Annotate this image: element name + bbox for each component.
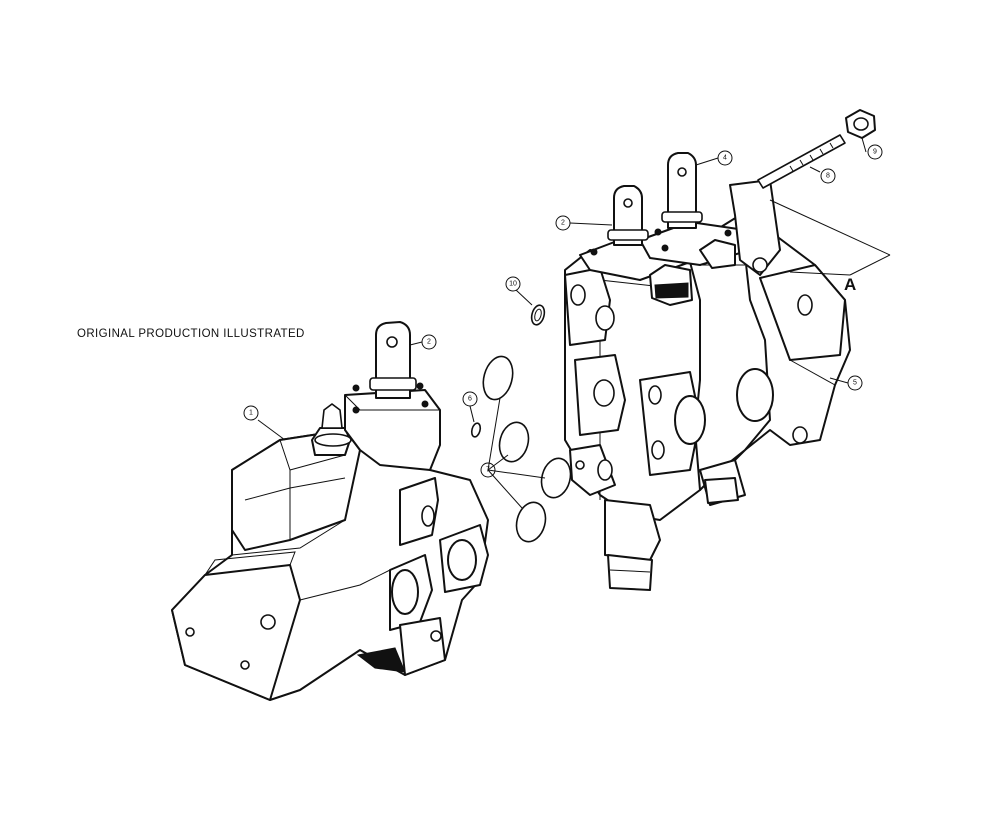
callout-2-right: 2 <box>555 215 571 231</box>
svg-text:8: 8 <box>826 173 830 180</box>
svg-text:9: 9 <box>873 149 877 156</box>
svg-text:2: 2 <box>561 220 565 227</box>
callout-8: 8 <box>820 168 836 184</box>
svg-text:7: 7 <box>486 467 490 474</box>
o-rings-item-7 <box>482 355 572 543</box>
washer-item-10 <box>530 304 546 326</box>
tie-rod-item-8 <box>757 134 846 189</box>
svg-text:6: 6 <box>468 396 472 403</box>
callout-4: 4 <box>717 150 733 166</box>
svg-text:1: 1 <box>249 410 253 417</box>
svg-text:2: 2 <box>427 339 431 346</box>
label-a: A <box>844 275 856 294</box>
diagram-caption: ORIGINAL PRODUCTION ILLUSTRATED <box>77 328 305 340</box>
callout-10: 10 <box>505 276 521 292</box>
left-valve-assembly <box>171 321 489 701</box>
right-valve-assembly <box>564 152 851 591</box>
svg-text:4: 4 <box>723 155 727 162</box>
callout-7: 7 <box>480 462 496 478</box>
callout-6: 6 <box>462 391 478 407</box>
nut-item-9 <box>845 109 876 139</box>
leader-lines <box>257 137 891 509</box>
callout-9: 9 <box>867 144 883 160</box>
callout-2-left: 2 <box>421 334 437 350</box>
callout-1: 1 <box>243 405 259 421</box>
svg-text:10: 10 <box>509 281 517 288</box>
svg-text:5: 5 <box>853 380 857 387</box>
small-o-ring-item-6 <box>470 422 482 438</box>
callout-5: 5 <box>847 375 863 391</box>
